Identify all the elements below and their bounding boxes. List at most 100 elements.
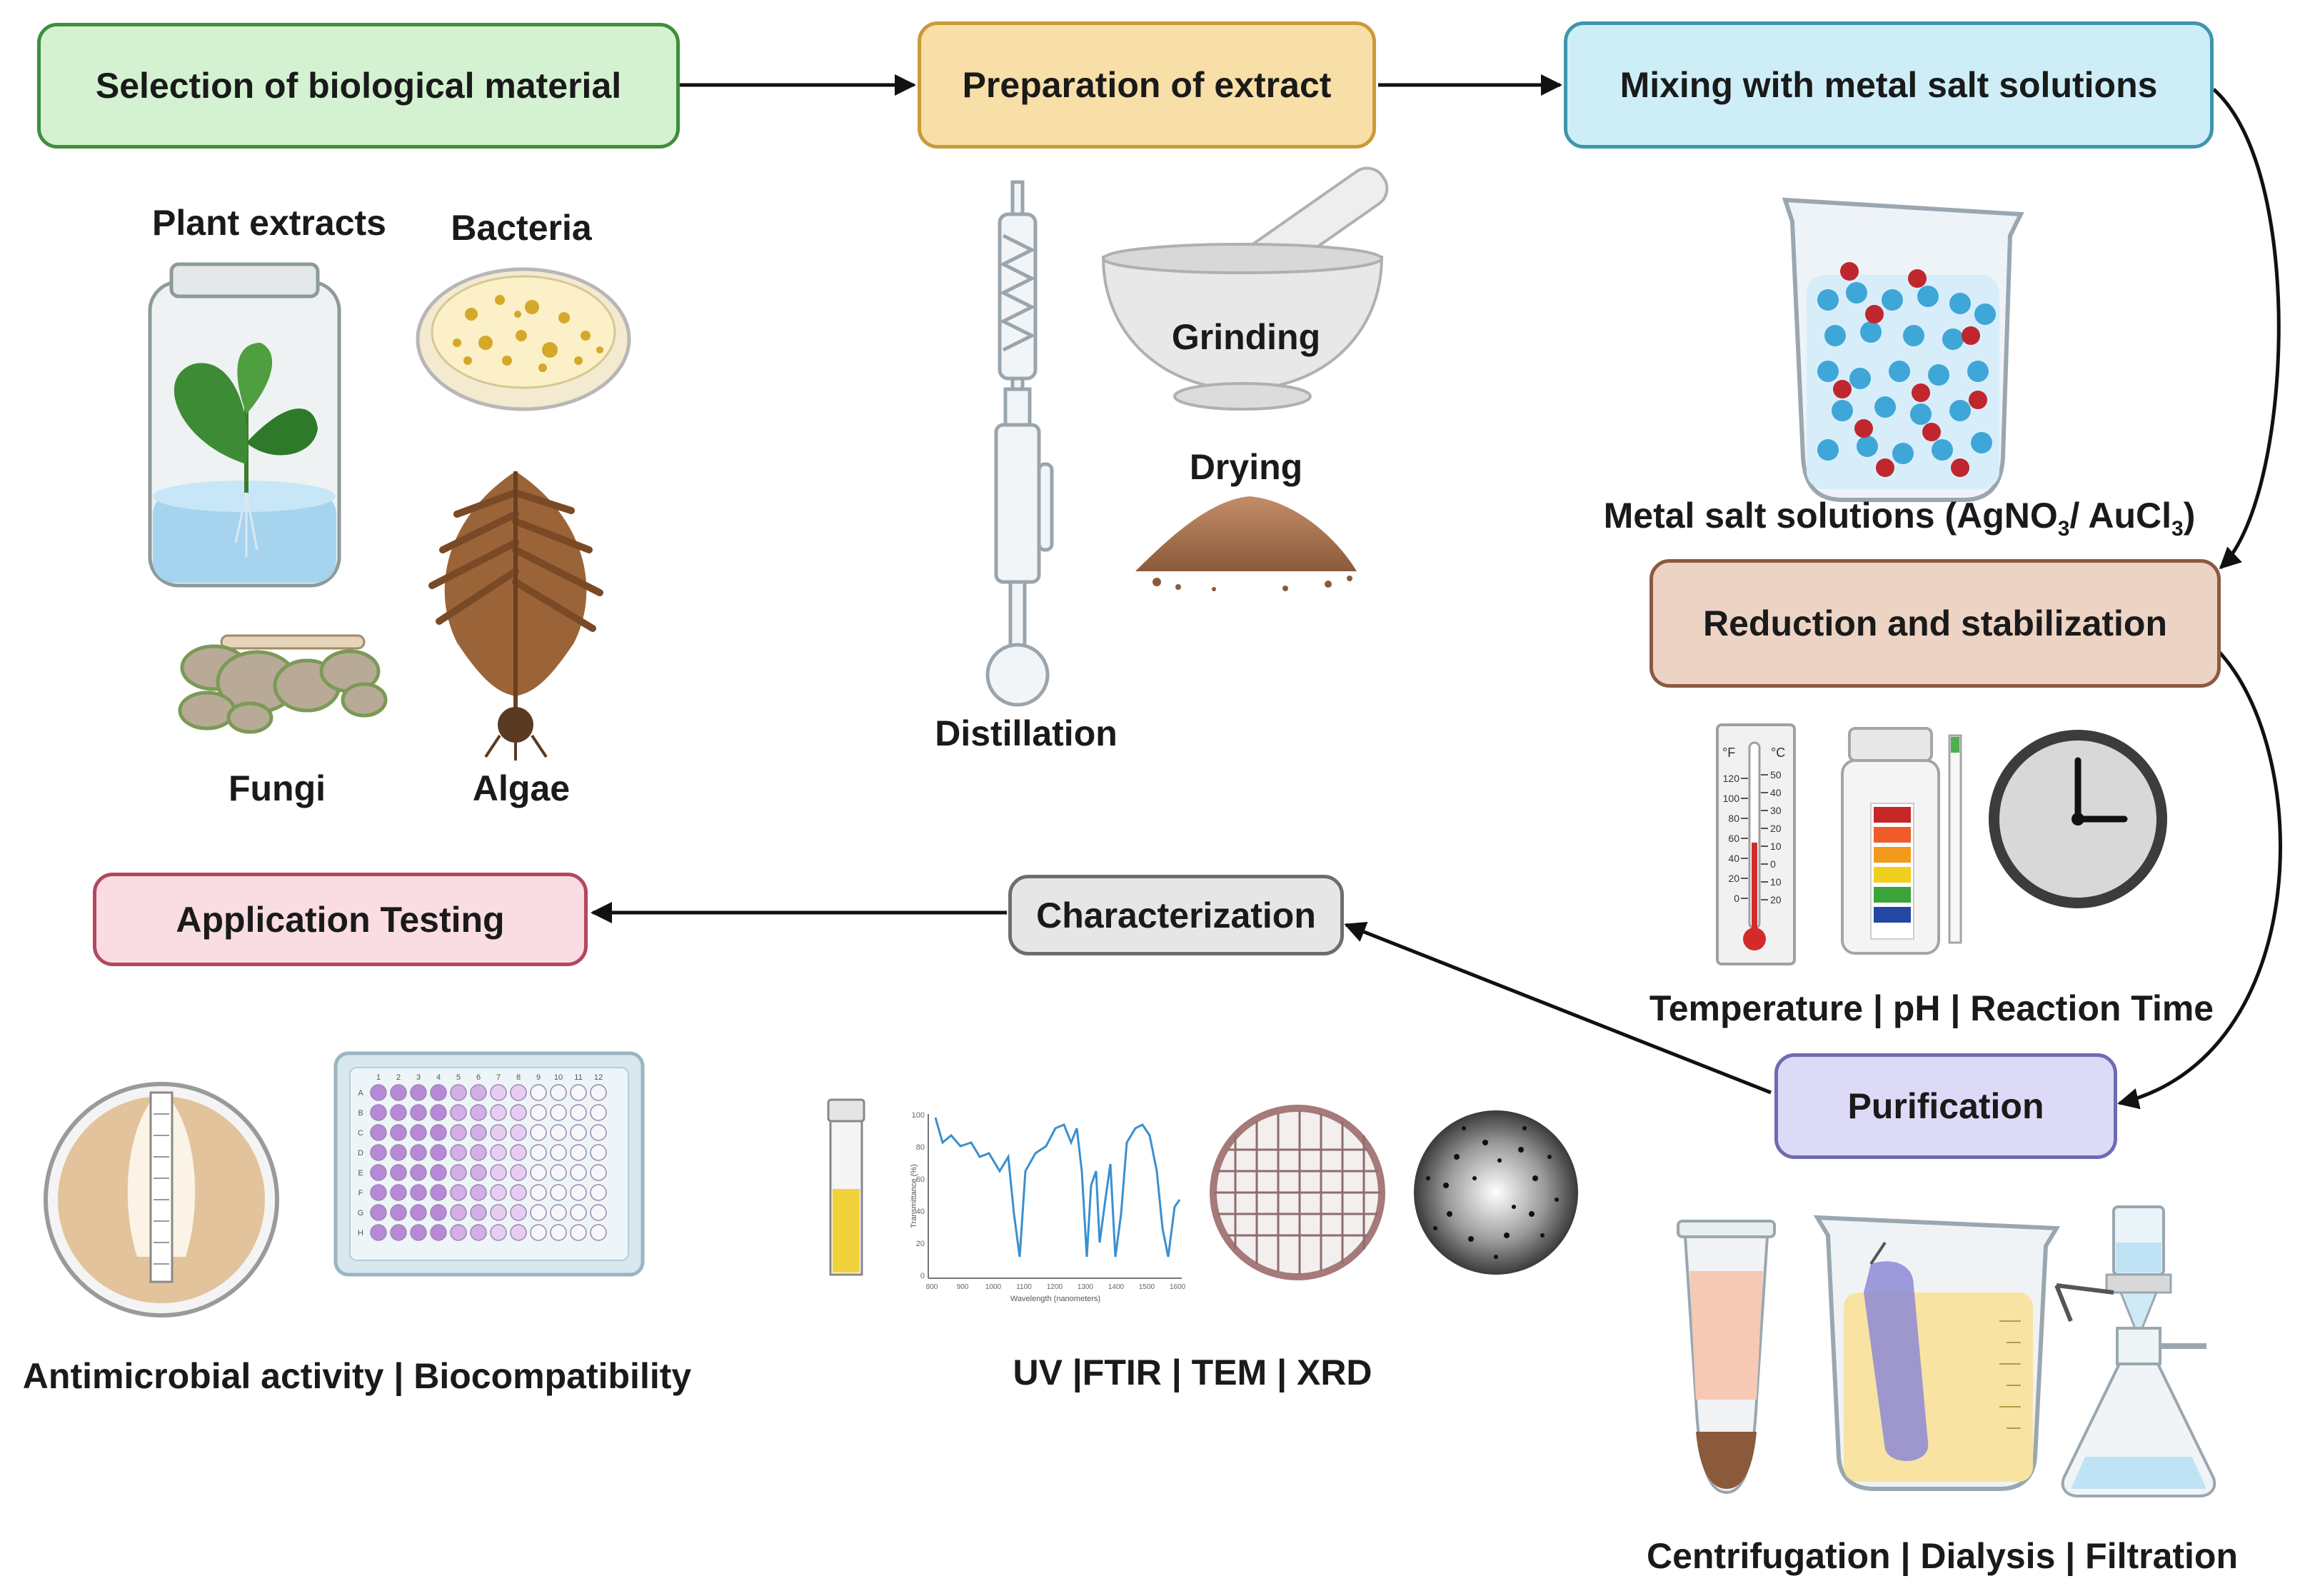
plate-well [590, 1184, 607, 1201]
ftir-spectrum-line [934, 1117, 1181, 1258]
powder-illustration [1135, 496, 1357, 591]
plate-well [370, 1164, 387, 1181]
plate-well [490, 1144, 507, 1161]
plate-well [510, 1224, 527, 1241]
clock-illustration [1989, 730, 2167, 908]
plate-well [390, 1164, 407, 1181]
mortar-pestle-illustration [1101, 166, 1389, 411]
step-mixing-box: Mixing with metal salt solutions [1564, 21, 2214, 149]
thermo-c-tick: 40 [1770, 787, 1782, 798]
plate-well [530, 1184, 547, 1201]
plate-well [430, 1164, 447, 1181]
plate-well [490, 1084, 507, 1101]
plate-well [530, 1224, 547, 1241]
plate-col-label: 5 [456, 1073, 461, 1082]
plate-well [490, 1164, 507, 1181]
plate-well [550, 1204, 567, 1221]
ftir-xtick: 1400 [1108, 1283, 1125, 1291]
ftir-xtick: 800 [926, 1283, 938, 1291]
ftir-ylabel: Transmittance (%) [910, 1164, 918, 1228]
plate-well [590, 1104, 607, 1121]
plate-well [590, 1084, 607, 1101]
fungi-label: Fungi [228, 768, 326, 808]
plate-well [390, 1104, 407, 1121]
ftir-xtick: 900 [957, 1283, 969, 1291]
plate-well [410, 1184, 427, 1201]
plate-well [530, 1124, 547, 1141]
application-methods-label: Antimicrobial activity | Biocompatibilit… [22, 1356, 692, 1396]
filtration-flask-illustration [2054, 1205, 2216, 1497]
purification-methods-label: Centrifugation | Dialysis | Filtration [1646, 1536, 2239, 1576]
plate-well [570, 1124, 587, 1141]
thermo-f-tick: 120 [1723, 773, 1740, 784]
thermo-f-tick: 0 [1734, 893, 1739, 904]
arrow-mixing-to-reduction [2212, 88, 2281, 570]
plate-row-label: D [358, 1149, 363, 1158]
plate-well [510, 1204, 527, 1221]
conditions-label: Temperature | pH | Reaction Time [1649, 988, 2214, 1028]
plate-well [510, 1144, 527, 1161]
plate-well [550, 1084, 567, 1101]
plate-well [410, 1164, 427, 1181]
step-characterization-box: Characterization [1008, 875, 1344, 955]
step-reduction-box: Reduction and stabilization [1649, 559, 2221, 688]
plate-wells [370, 1084, 607, 1241]
plate-well [550, 1224, 567, 1241]
plate-well [370, 1084, 387, 1101]
plant-jar-illustration [148, 262, 341, 588]
centrifuge-tube-illustration [1677, 1220, 1776, 1495]
bacteria-label: Bacteria [451, 208, 592, 248]
plate-col-label: 4 [436, 1073, 441, 1082]
plate-well [430, 1084, 447, 1101]
thermo-f-tick: 60 [1728, 833, 1739, 844]
characterization-methods-label: UV |FTIR | TEM | XRD [1013, 1352, 1372, 1392]
cuvette-illustration [827, 1098, 865, 1276]
plate-well [410, 1104, 427, 1121]
plate-well [430, 1144, 447, 1161]
plate-well [390, 1124, 407, 1141]
antimicrobial-petri-illustration [44, 1082, 279, 1318]
arrow-purification-to-characterization [1344, 921, 1772, 1095]
thermo-c-tick: 50 [1770, 769, 1782, 781]
ftir-xtick: 1300 [1078, 1283, 1094, 1291]
plate-well [390, 1204, 407, 1221]
plate-well [470, 1084, 487, 1101]
plate-col-label: 7 [496, 1073, 501, 1082]
plate-col-label: 10 [554, 1073, 563, 1082]
ftir-xtick: 1100 [1016, 1283, 1032, 1291]
metal-salt-prefix: Metal salt solutions (AgNO [1603, 496, 2058, 536]
metal-salt-mid: / AuCl [2069, 496, 2172, 536]
plate-well [450, 1164, 467, 1181]
plate-col-label: 12 [594, 1073, 603, 1082]
plate-well [530, 1204, 547, 1221]
step-application-box: Application Testing [93, 873, 588, 966]
flow-arrows [591, 74, 2283, 1110]
thermo-c-tick: 0 [1770, 858, 1776, 870]
plate-well [450, 1104, 467, 1121]
plate-well [450, 1224, 467, 1241]
plate-well [430, 1224, 447, 1241]
thermo-c-tick: 10 [1770, 876, 1782, 888]
plate-row-label: H [358, 1229, 363, 1238]
thermo-c-tick: 20 [1770, 823, 1782, 834]
plate-well [550, 1144, 567, 1161]
plate-well [450, 1084, 467, 1101]
plate-well [510, 1104, 527, 1121]
ftir-spectrum-chart: 100 80 60 40 20 0 800 900 1000 1100 1200… [910, 1111, 1186, 1303]
thermometer-illustration: °F °C 120 100 80 60 40 20 0 50 40 30 20 … [1716, 723, 1796, 965]
thermo-c-tick: 20 [1770, 894, 1782, 905]
thermo-f-unit: °F [1722, 746, 1735, 760]
plate-well [550, 1124, 567, 1141]
plate-row-label: A [358, 1089, 363, 1098]
plate-well [490, 1184, 507, 1201]
thermo-c-tick: 10 [1770, 840, 1782, 852]
ph-bottle-illustration [1841, 727, 1962, 955]
plate-well [490, 1224, 507, 1241]
plate-row-label: E [358, 1169, 363, 1178]
step-selection-label: Selection of biological material [95, 66, 622, 106]
step-selection-box: Selection of biological material [37, 23, 680, 149]
thermo-f-tick: 40 [1728, 853, 1739, 864]
plate-well [570, 1144, 587, 1161]
step-characterization-label: Characterization [1036, 895, 1316, 935]
